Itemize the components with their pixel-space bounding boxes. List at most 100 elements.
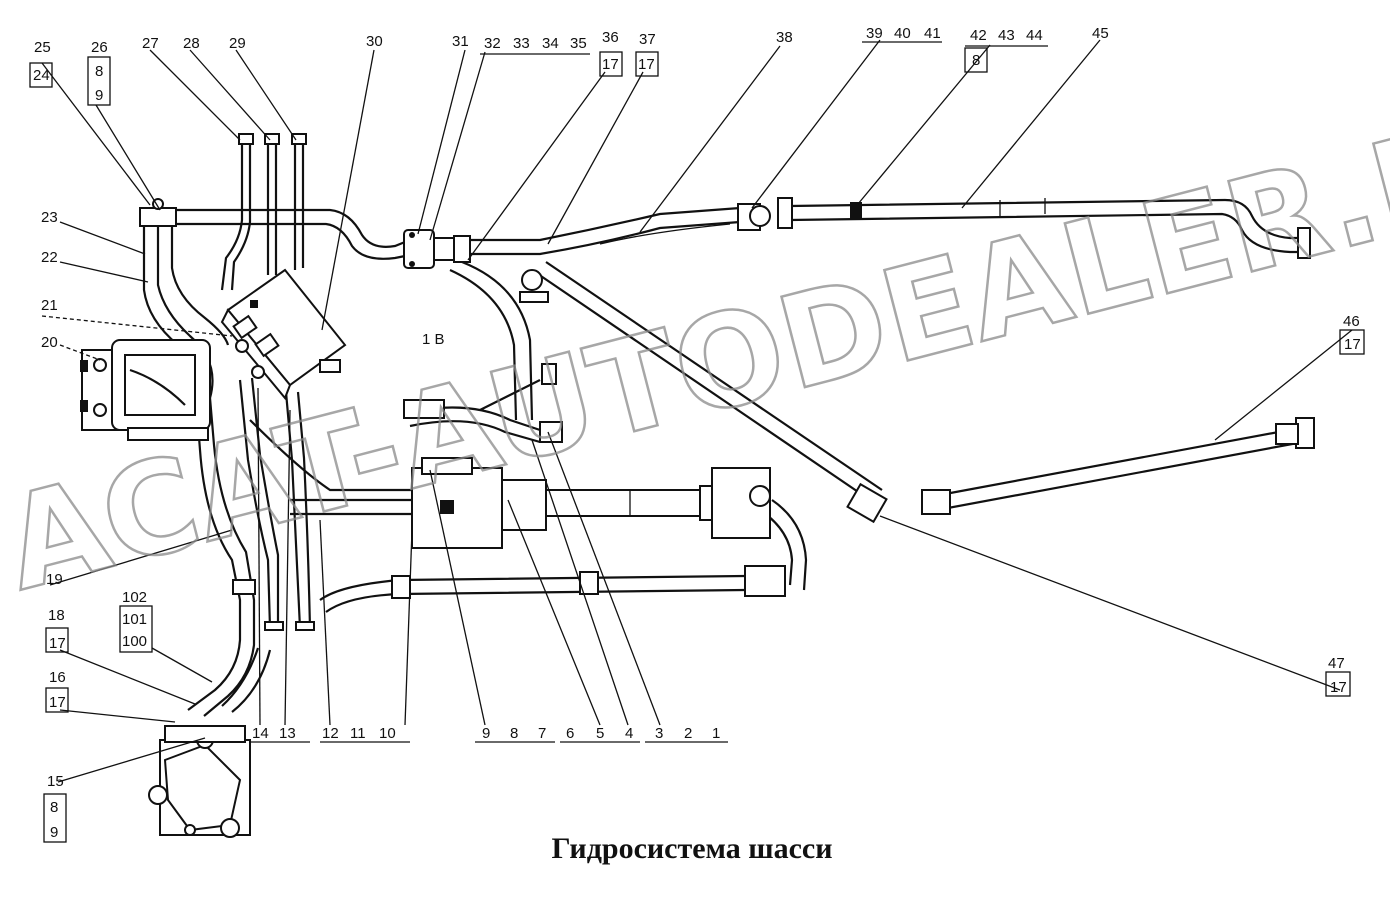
callout-37: 37 — [639, 31, 656, 48]
callout-47: 47 — [1328, 655, 1345, 672]
callout-15-9: 9 — [50, 824, 58, 841]
callout-42: 42 — [970, 27, 987, 44]
callout-44: 44 — [1026, 27, 1043, 44]
pipe-46 — [944, 426, 1301, 496]
callout-41: 41 — [924, 25, 941, 42]
distributor-31 — [403, 229, 471, 269]
callout-6: 6 — [566, 725, 574, 742]
callout-24: 24 — [33, 67, 50, 84]
callout-20: 20 — [41, 334, 58, 351]
arc-pipe-36-b — [449, 268, 518, 421]
bottom-pipe — [319, 574, 746, 601]
callout-101: 101 — [122, 611, 147, 628]
pipe-to-9-b — [409, 420, 541, 444]
callout-18: 18 — [48, 607, 65, 624]
upper-pipe-right-b — [470, 220, 741, 256]
callout-1: 1 — [712, 725, 720, 742]
components — [80, 197, 1315, 838]
long-pipe-45-b — [789, 212, 1305, 254]
callout-19: 19 — [46, 571, 63, 588]
leader-lines — [29, 39, 1365, 843]
callout-14: 14 — [252, 725, 269, 742]
diagram-title: Гидросистема шасси — [551, 832, 832, 865]
callout-21: 21 — [41, 297, 58, 314]
callout-26-9: 9 — [95, 87, 103, 104]
elbow-pipe-b — [771, 499, 808, 591]
pipe-38-inner — [599, 223, 731, 245]
valve-to-pump-c — [249, 419, 412, 492]
callout-39: 39 — [866, 25, 883, 42]
callout-34: 34 — [542, 35, 559, 52]
bracket-clamp — [519, 269, 549, 303]
callout-33: 33 — [513, 35, 530, 52]
end-fitting-45 — [1297, 227, 1311, 259]
callout-16-17: 17 — [49, 694, 66, 711]
callout-12: 12 — [322, 725, 339, 742]
pipe-46-b — [947, 440, 1304, 510]
callout-17: 17 — [49, 635, 66, 652]
callout-22: 22 — [41, 249, 58, 266]
callout-38: 38 — [776, 29, 793, 46]
pipe-network — [142, 133, 1305, 717]
fitting-47 — [846, 482, 951, 524]
pipe-14-b — [250, 377, 280, 628]
callout-15-8: 8 — [50, 799, 58, 816]
callout-4: 4 — [625, 725, 633, 742]
callout-36-17: 17 — [602, 56, 619, 73]
fitting-39 — [737, 197, 862, 231]
long-pipe-45 — [789, 198, 1305, 240]
pipe-down-to-15 — [231, 649, 272, 713]
callout-102: 102 — [122, 589, 147, 606]
callout-11: 11 — [350, 725, 366, 742]
callout-46-17: 17 — [1344, 336, 1361, 353]
callout-46: 46 — [1343, 313, 1360, 330]
mid-bracket-9 — [403, 363, 563, 443]
callout-5: 5 — [596, 725, 604, 742]
pump-15 — [148, 725, 251, 838]
callout-26: 26 — [91, 39, 108, 56]
callout-8: 8 — [510, 725, 518, 742]
callout-28: 28 — [183, 35, 200, 52]
callout-16: 16 — [49, 669, 66, 686]
callout-10: 10 — [379, 725, 396, 742]
callout-27: 27 — [142, 35, 159, 52]
area-mark: 1 B — [422, 331, 445, 348]
callout-25: 25 — [34, 39, 51, 56]
pipe-13 — [284, 391, 302, 629]
diagonal-pipe — [534, 271, 871, 501]
pipe-19-b — [203, 397, 256, 717]
pipe-13-b — [296, 391, 312, 629]
callout-9: 9 — [482, 725, 490, 742]
callout-30: 30 — [366, 33, 383, 50]
callout-29: 29 — [229, 35, 246, 52]
elbow-fitting — [744, 565, 786, 597]
callout-2: 2 — [684, 725, 692, 742]
callout-40: 40 — [894, 25, 911, 42]
callout-100: 100 — [122, 633, 147, 650]
callout-43: 43 — [998, 27, 1015, 44]
callout-42-8: 8 — [972, 52, 980, 69]
callout-13: 13 — [279, 725, 296, 742]
callout-31: 31 — [452, 33, 469, 50]
callout-37-17: 17 — [638, 56, 655, 73]
callout-15: 15 — [47, 773, 64, 790]
callout-labels: 25 24 26 8 9 27 28 29 30 31 32 33 34 35 … — [33, 25, 1361, 841]
fitting-46 — [1275, 417, 1315, 449]
callout-35: 35 — [570, 35, 587, 52]
pipe-23-b — [156, 220, 214, 399]
callout-23: 23 — [41, 209, 58, 226]
pipe-14 — [238, 379, 272, 629]
pipe-19 — [187, 397, 242, 711]
pipe-upper-bracket — [479, 379, 541, 411]
callout-47-17: 17 — [1330, 679, 1347, 696]
diagonal-pipe-b — [545, 261, 883, 491]
hose-27-b — [230, 140, 252, 291]
hose-27 — [220, 140, 244, 291]
callout-32: 32 — [484, 35, 501, 52]
tank-20 — [80, 339, 211, 441]
callout-26-8: 8 — [95, 63, 103, 80]
cylinder-assembly — [411, 457, 771, 549]
valve-block-30 — [220, 268, 347, 400]
